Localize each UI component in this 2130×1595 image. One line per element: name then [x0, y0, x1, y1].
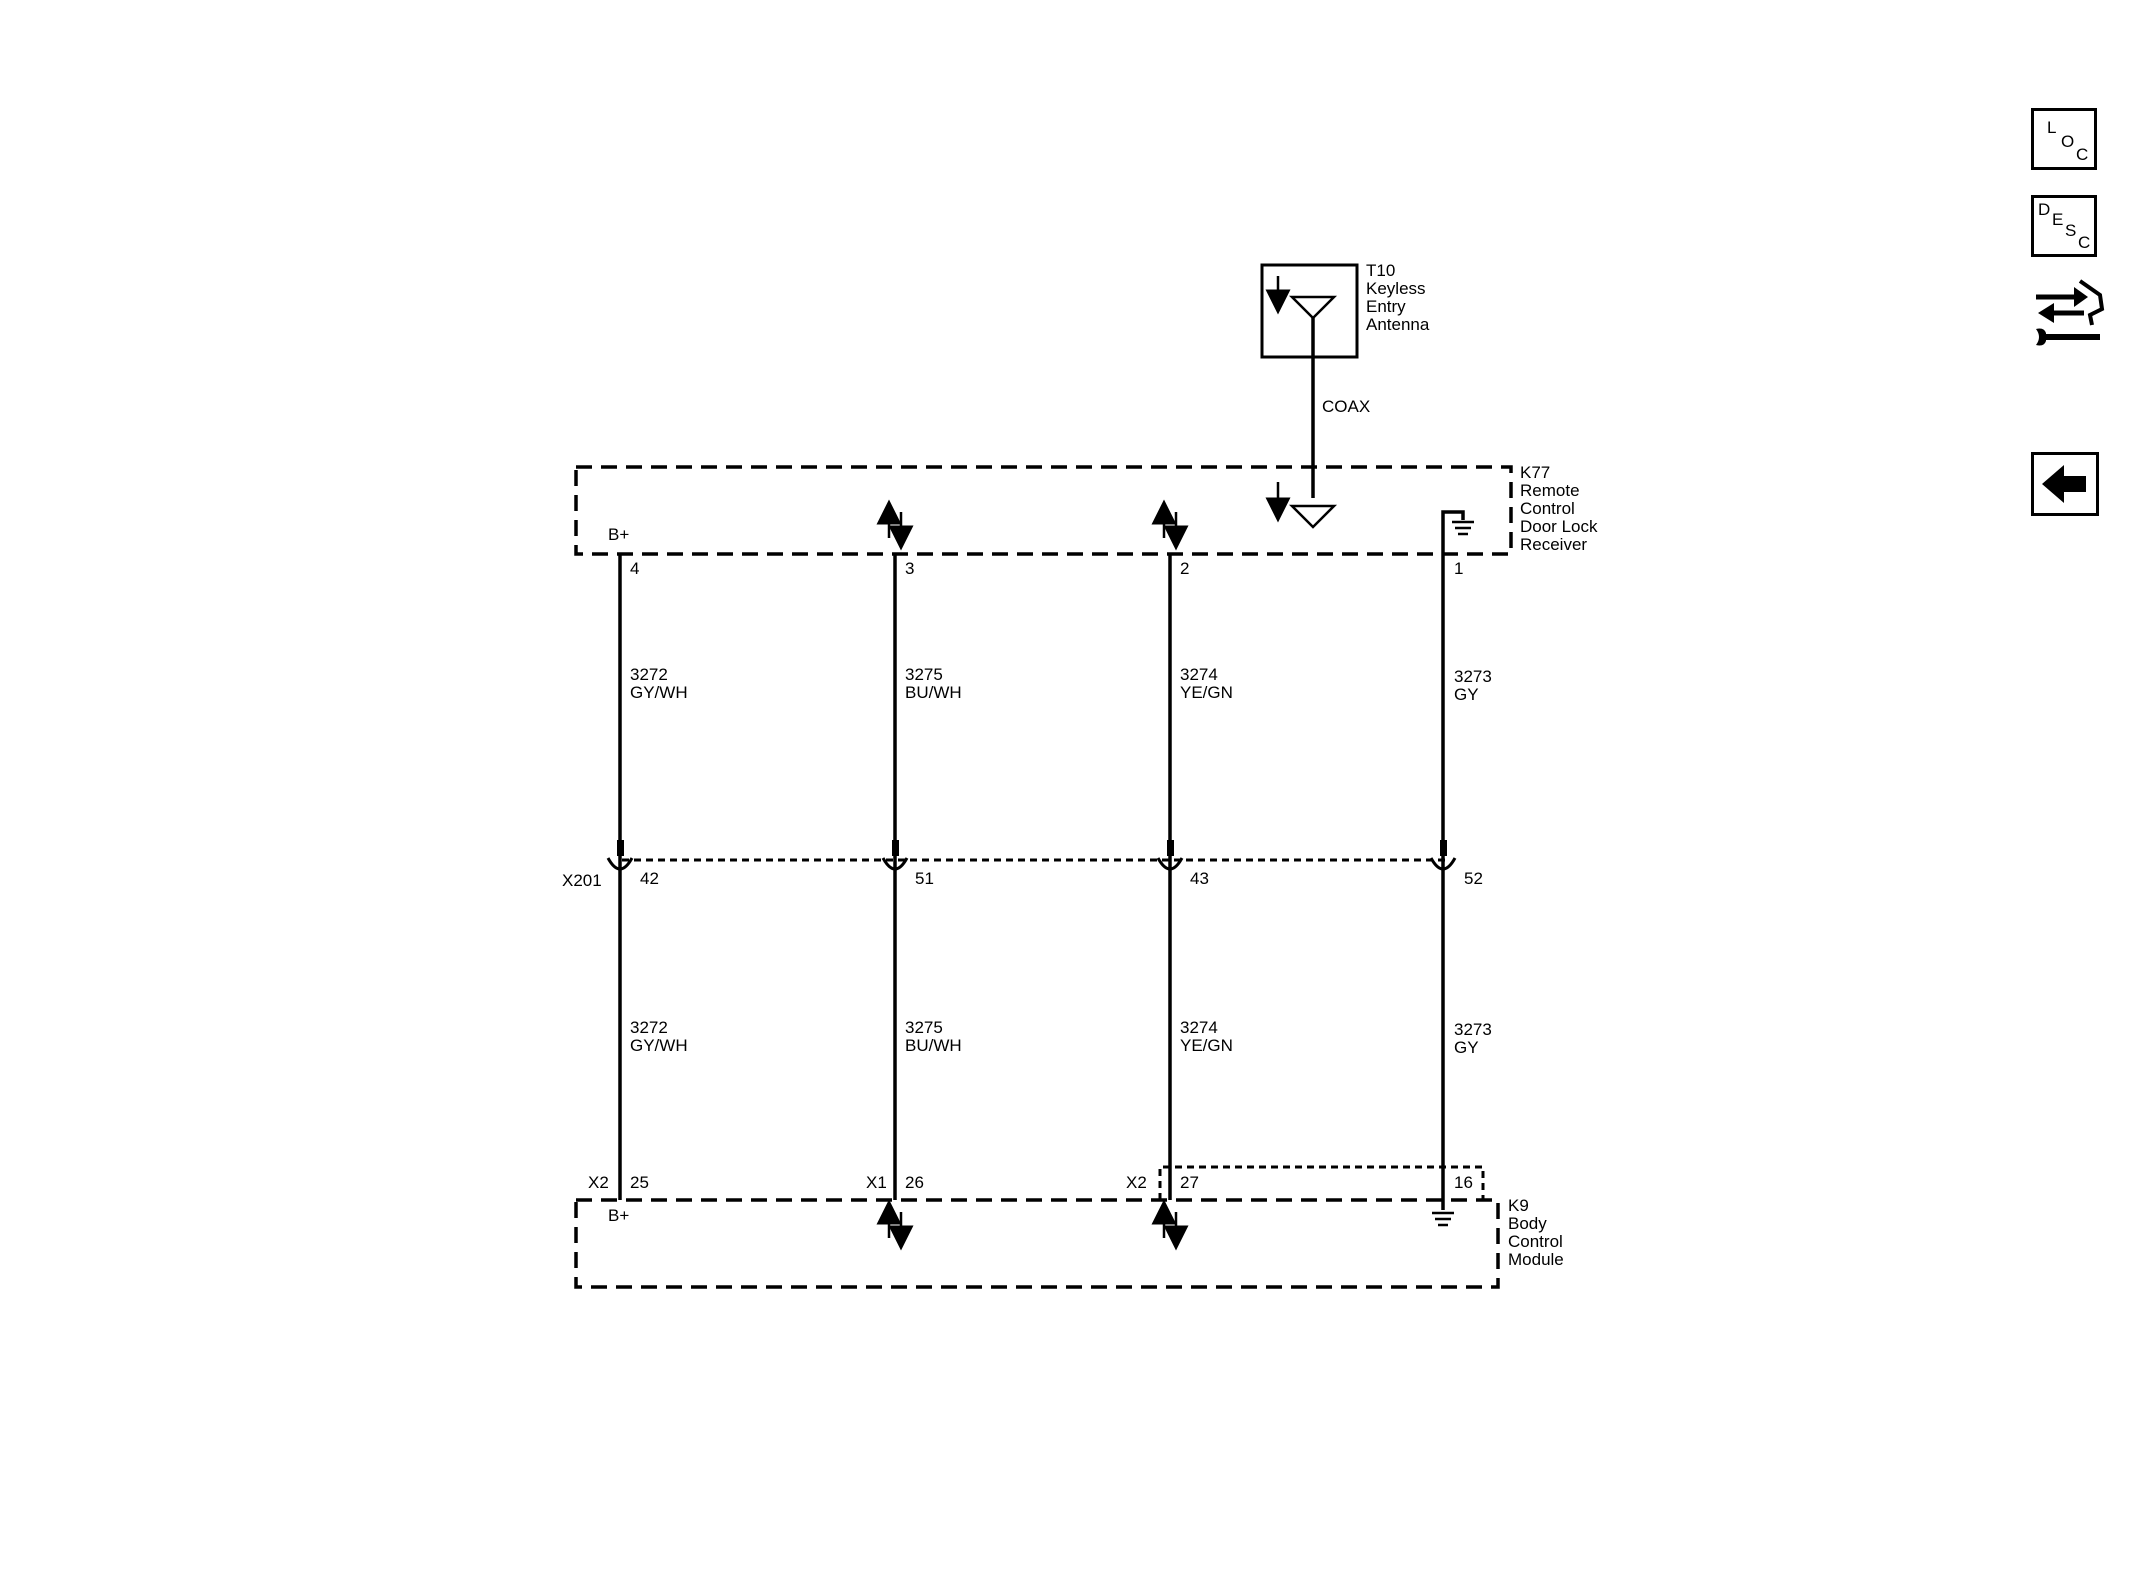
- receiver-pin-number: 2: [1180, 559, 1189, 578]
- antenna-name-line: Antenna: [1366, 315, 1430, 334]
- x2-connector-shell: [1158, 1165, 1485, 1200]
- circuit-3273: [1429, 510, 1465, 1210]
- receiver-pin-number: 4: [630, 559, 639, 578]
- bcm-pin-number: 26: [905, 1173, 924, 1192]
- coax-label: COAX: [1322, 397, 1370, 416]
- wire-circuit-number: 3273: [1454, 1020, 1492, 1039]
- wire-circuit-number: 3272: [630, 665, 668, 684]
- loc-letter: O: [2061, 132, 2075, 151]
- wire-color: YE/GN: [1180, 1036, 1233, 1055]
- x201-label: X201: [562, 871, 602, 890]
- antenna-t10: [1260, 263, 1359, 359]
- x201-pin-number: 51: [915, 869, 934, 888]
- desc-letter: C: [2078, 233, 2091, 252]
- antenna-name-line: Entry: [1366, 297, 1406, 316]
- antenna-ref: T10: [1366, 261, 1395, 280]
- bcm-pin-number: 27: [1180, 1173, 1199, 1192]
- receiver-k77-outline: [574, 465, 1513, 556]
- wire-color: BU/WH: [905, 683, 962, 702]
- receiver-antenna-symbol: [1265, 482, 1338, 529]
- bcm-name-line: Body: [1508, 1214, 1547, 1233]
- antenna-name-line: Keyless: [1366, 279, 1426, 298]
- loc-button[interactable]: L O C: [2031, 108, 2097, 170]
- wire-color: BU/WH: [905, 1036, 962, 1055]
- bcm-name-line: Module: [1508, 1250, 1564, 1269]
- circuit-3274: [1156, 554, 1184, 1200]
- desc-letter: D: [2038, 200, 2051, 219]
- wire-circuit-number: 3274: [1180, 665, 1218, 684]
- circuit-3272: [606, 554, 634, 1200]
- back-arrow-icon: [2042, 465, 2086, 503]
- wire-color: GY/WH: [630, 1036, 688, 1055]
- x201-pin-number: 52: [1464, 869, 1483, 888]
- circuit-3275: [881, 554, 909, 1200]
- bcm-ref: K9: [1508, 1196, 1529, 1215]
- receiver-name-line: Receiver: [1520, 535, 1587, 554]
- receiver-pin-label: B+: [608, 525, 629, 544]
- receiver-name-line: Remote: [1520, 481, 1580, 500]
- desc-button[interactable]: D E S C: [2031, 195, 2097, 257]
- bidirectional-arrows-icon: [1151, 1199, 1189, 1251]
- bcm-connector-id: X2: [588, 1173, 609, 1192]
- receiver-pin-number: 1: [1454, 559, 1463, 578]
- bcm-pin-number: 25: [630, 1173, 649, 1192]
- bcm-name-line: Control: [1508, 1232, 1563, 1251]
- bcm-k9-outline: [574, 1198, 1500, 1289]
- bidirectional-arrows-icon: [1151, 499, 1189, 551]
- wire-color: YE/GN: [1180, 683, 1233, 702]
- wire-color: GY/WH: [630, 683, 688, 702]
- bcm-connector-id: X1: [866, 1173, 887, 1192]
- loc-letter: C: [2076, 145, 2089, 164]
- desc-letter: E: [2052, 210, 2064, 229]
- bcm-pin-number: 16: [1454, 1173, 1473, 1192]
- bidirectional-arrows-icon: [876, 1199, 914, 1251]
- receiver-name-line: Door Lock: [1520, 517, 1598, 536]
- desc-letter: S: [2065, 221, 2077, 240]
- x201-pin-number: 43: [1190, 869, 1209, 888]
- wire-circuit-number: 3273: [1454, 667, 1492, 686]
- bidirectional-arrows-icon: [876, 499, 914, 551]
- wire-color: GY: [1454, 1038, 1479, 1057]
- ground-icon: [1452, 520, 1474, 536]
- wire-circuit-number: 3275: [905, 665, 943, 684]
- back-button[interactable]: [2031, 452, 2099, 516]
- receiver-ref: K77: [1520, 463, 1550, 482]
- loc-letter: L: [2047, 118, 2057, 137]
- receiver-name-line: Control: [1520, 499, 1575, 518]
- wire-color: GY: [1454, 685, 1479, 704]
- bcm-pin-label: B+: [608, 1206, 629, 1225]
- arrows-wrench-icon[interactable]: [2030, 275, 2106, 353]
- x201-pin-number: 42: [640, 869, 659, 888]
- ground-icon: [1432, 1211, 1454, 1227]
- bcm-connector-id: X2: [1126, 1173, 1147, 1192]
- receiver-pin-number: 3: [905, 559, 914, 578]
- wire-circuit-number: 3274: [1180, 1018, 1218, 1037]
- wire-circuit-number: 3272: [630, 1018, 668, 1037]
- wire-circuit-number: 3275: [905, 1018, 943, 1037]
